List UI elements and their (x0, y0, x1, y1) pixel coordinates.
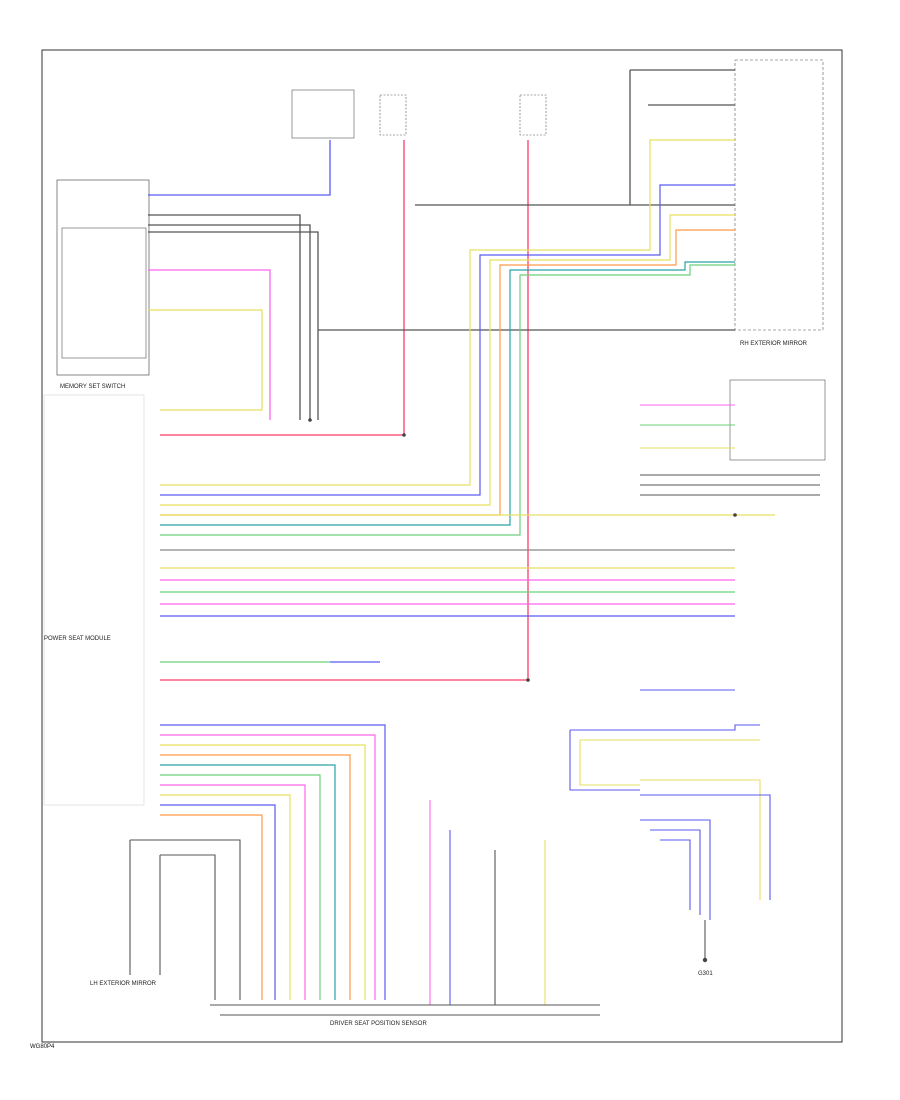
diagram-frame (41, 49, 843, 1043)
harness-lower (160, 724, 386, 1000)
connector-marks (308, 418, 737, 963)
main-wires (148, 69, 735, 681)
ground-label: G301 (698, 971, 713, 977)
page-code: WG80P4 (30, 1044, 55, 1050)
lh-mirror-label: LH EXTERIOR MIRROR (90, 981, 157, 987)
power-seat-module (43, 394, 145, 806)
rh-mirror-label: RH EXTERIOR MIRROR (740, 341, 808, 347)
memory-switch-label: MEMORY SET SWITCH (60, 384, 125, 390)
horizontal-wires (160, 514, 775, 663)
fuse-group (291, 89, 547, 139)
bottom-wires (129, 800, 711, 1016)
harness-upper (160, 139, 735, 536)
bottom-connector-label: POWER SEAT MODULE (44, 636, 111, 642)
memory-switch-box: MEMORY SET SWITCH (56, 179, 150, 390)
rh-mirror-box: RH EXTERIOR MIRROR (729, 59, 826, 461)
sensor-label: DRIVER SEAT POSITION SENSOR (330, 1021, 427, 1027)
right-wires (569, 404, 820, 900)
